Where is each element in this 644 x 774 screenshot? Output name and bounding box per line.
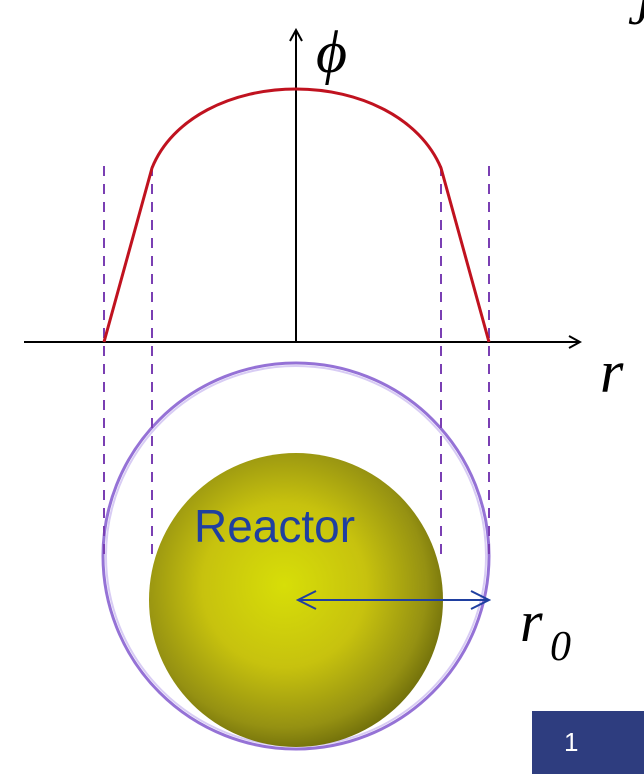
page-number-badge: 1 bbox=[532, 711, 644, 774]
reactor-label: Reactor bbox=[194, 500, 355, 552]
y-axis-label: ϕ bbox=[316, 19, 347, 85]
reflector-boundary bbox=[101, 361, 491, 751]
flux-curve bbox=[102, 87, 491, 343]
radius-subscript: 0 bbox=[550, 624, 571, 670]
radius-label: r bbox=[520, 589, 543, 654]
corner-mark: J bbox=[628, 0, 644, 34]
x-axis-label: r bbox=[600, 339, 624, 405]
